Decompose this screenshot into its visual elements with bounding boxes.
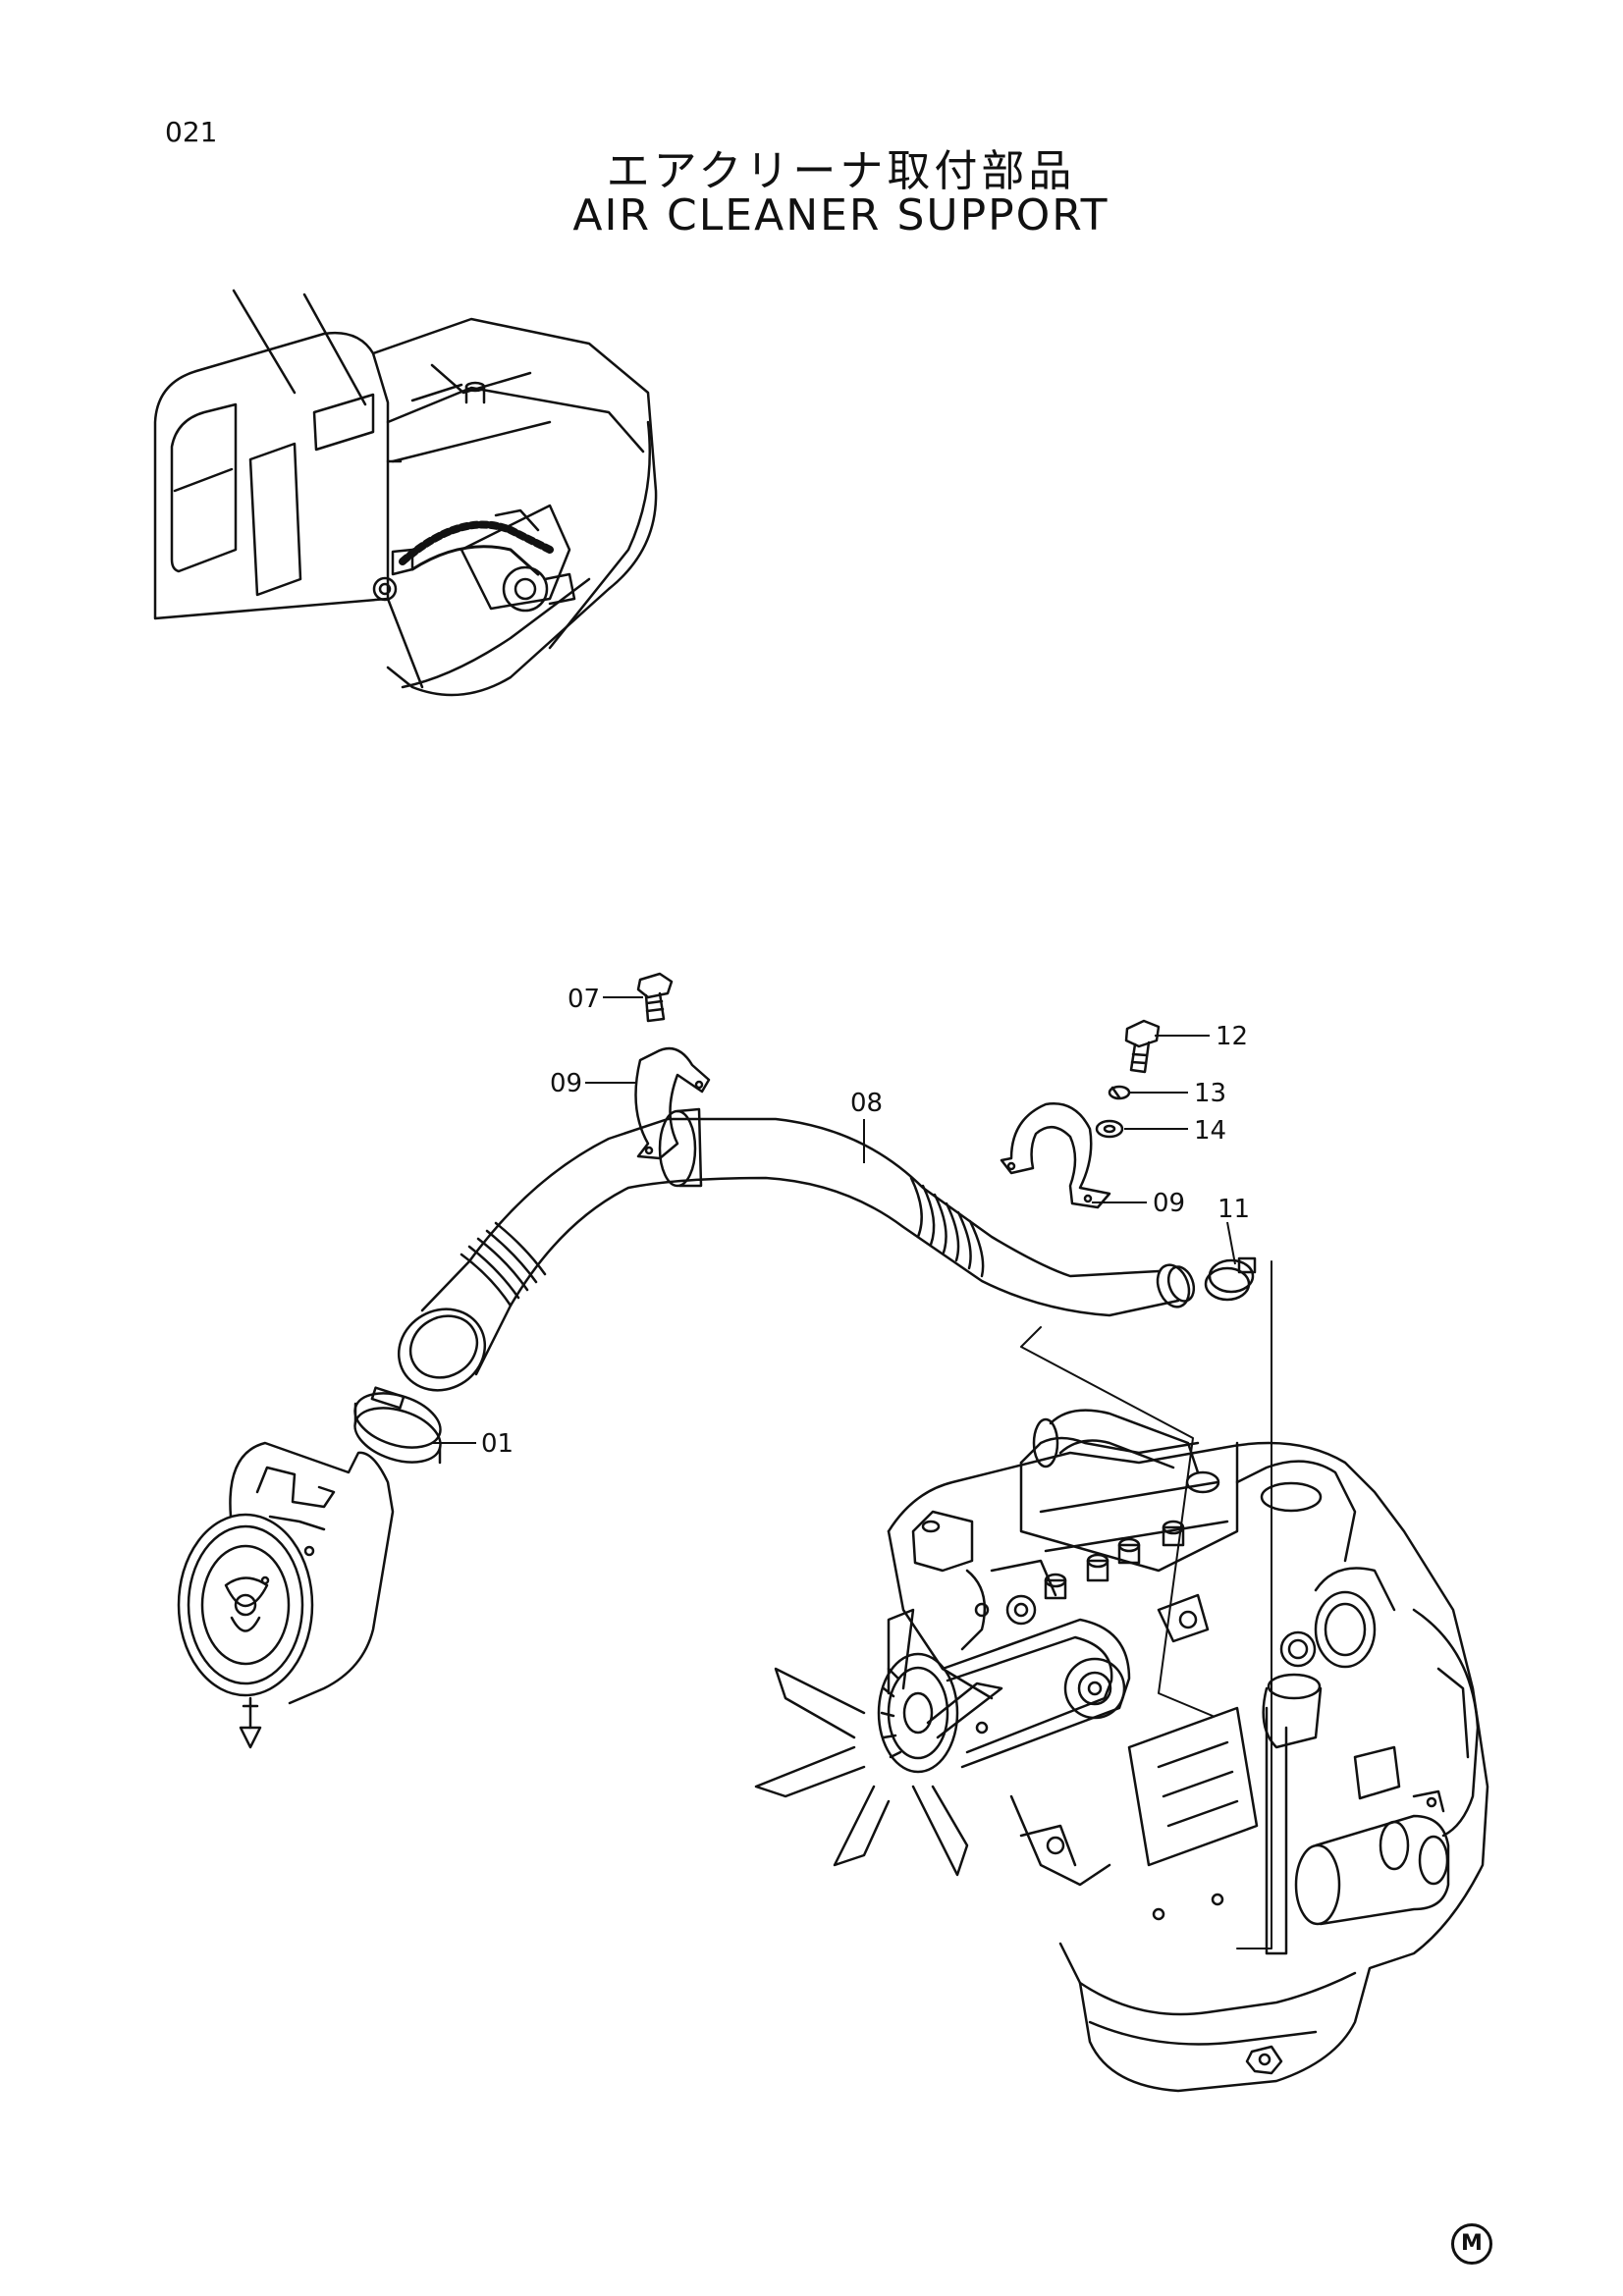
- assembly-leader-lines: [1020, 1260, 1272, 1949]
- circled-m-mark: M: [1451, 2223, 1492, 2265]
- hose-clamp-01-illustration: [353, 1386, 442, 1465]
- excavator-overview-illustration: [153, 289, 658, 697]
- callout-14: 14: [1194, 1116, 1226, 1146]
- bolt-12-illustration: [1124, 1019, 1161, 1074]
- air-cleaner-illustration: [177, 1441, 395, 1749]
- bracket-09-right-illustration: [1000, 1102, 1111, 1209]
- callout-09-right: 09: [1153, 1189, 1185, 1218]
- callout-11: 11: [1217, 1195, 1250, 1224]
- hose-clamp-11-illustration: [1204, 1256, 1257, 1302]
- callout-13: 13: [1194, 1079, 1226, 1108]
- page-number: 021: [165, 116, 218, 148]
- bracket-09-left-illustration: [634, 1046, 711, 1160]
- washer-14-illustration: [1095, 1119, 1124, 1139]
- page-title-japanese: エアクリーナ取付部品: [606, 146, 1076, 196]
- engine-illustration: [754, 1409, 1489, 2093]
- intake-hose-08-illustration: [397, 1107, 1196, 1392]
- callout-08: 08: [850, 1089, 883, 1118]
- callout-07: 07: [568, 985, 600, 1014]
- callout-01: 01: [481, 1429, 514, 1459]
- page-title-english: AIR CLEANER SUPPORT: [572, 190, 1109, 240]
- callout-09-left: 09: [550, 1069, 582, 1098]
- callout-12: 12: [1216, 1022, 1248, 1051]
- bolt-07-illustration: [636, 972, 674, 1023]
